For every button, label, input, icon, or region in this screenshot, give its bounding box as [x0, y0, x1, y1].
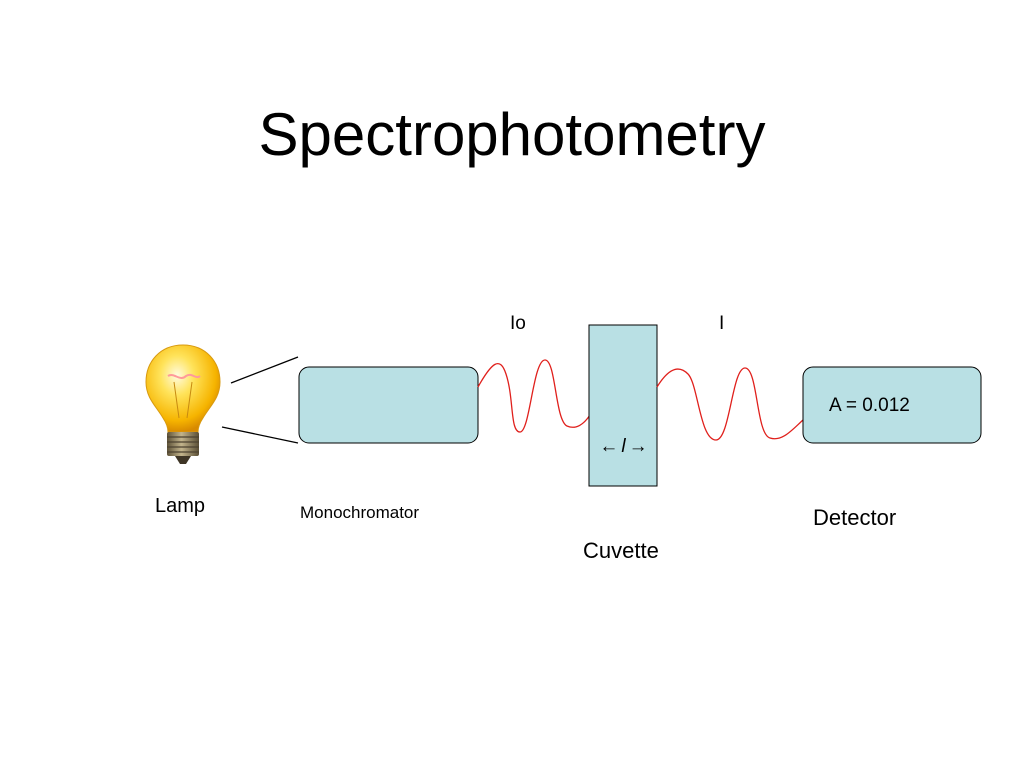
light-bulb-icon [145, 344, 221, 464]
transmitted-light-wave [656, 367, 804, 441]
light-cone-upper [230, 356, 299, 384]
cuvette-label: Cuvette [583, 538, 659, 563]
monochromator-label: Monochromator [300, 503, 420, 522]
detector-label: Detector [813, 505, 897, 530]
incident-light-wave [477, 359, 591, 433]
monochromator-box [298, 366, 479, 444]
light-cone-lower [221, 426, 299, 444]
path-length-symbol: l [621, 436, 626, 457]
left-arrow-icon: ← [599, 436, 619, 457]
cuvette [588, 324, 658, 487]
incident-intensity-label: Io [510, 313, 526, 334]
detector-readout: A = 0.012 [829, 395, 910, 416]
slide-title: Spectrophotometry [258, 101, 766, 168]
lamp-label: Lamp [155, 495, 206, 517]
path-length-label: ←l→ [590, 436, 657, 458]
right-arrow-icon: → [628, 436, 648, 457]
transmitted-intensity-label: I [719, 313, 725, 334]
detector-box [802, 366, 982, 444]
